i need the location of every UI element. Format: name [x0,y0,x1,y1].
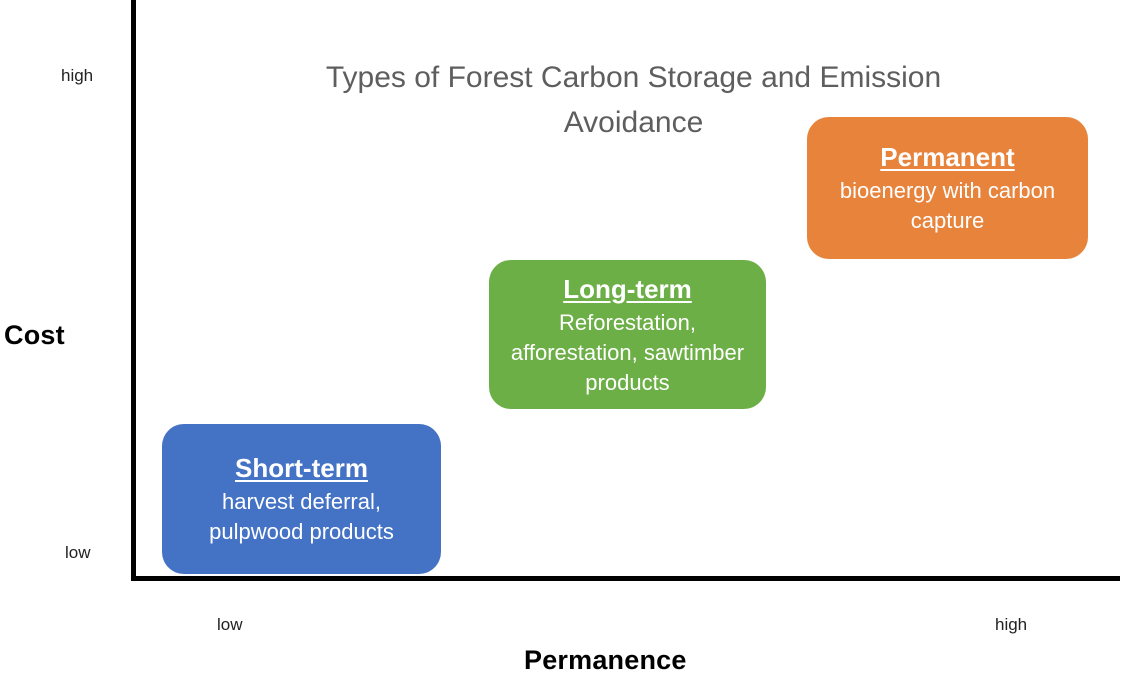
category-description-short-term: harvest deferral, pulpwood products [209,489,394,544]
y-axis-line [131,0,136,581]
chart-title-line-2: Avoidance [563,106,704,139]
chart-title: Types of Forest Carbon Storage and Emiss… [270,55,997,145]
category-heading-long-term: Long-term [563,273,692,304]
category-heading-permanent: Permanent [880,142,1015,172]
x-axis-tick-low: low [217,615,243,634]
x-axis-tick-high: high [995,615,1028,634]
y-axis-tick-low: low [65,543,91,562]
chart-title-line-1: Types of Forest Carbon Storage and Emiss… [325,61,942,94]
x-axis-line [131,576,1120,581]
category-description-long-term: Reforestation, afforestation, sawtimber … [510,309,745,395]
category-box-short-term: Short-term harvest deferral, pulpwood pr… [162,424,441,574]
category-heading-short-term: Short-term [235,453,368,483]
category-box-permanent: Permanent bioenergy with carbon capture [807,117,1088,259]
category-box-long-term: Long-term Reforestation, afforestation, … [489,260,766,409]
y-axis-tick-high: high [61,66,94,85]
category-description-permanent: bioenergy with carbon capture [839,178,1056,233]
y-axis-title: Cost [4,320,65,350]
x-axis-title: Permanence [524,645,687,675]
